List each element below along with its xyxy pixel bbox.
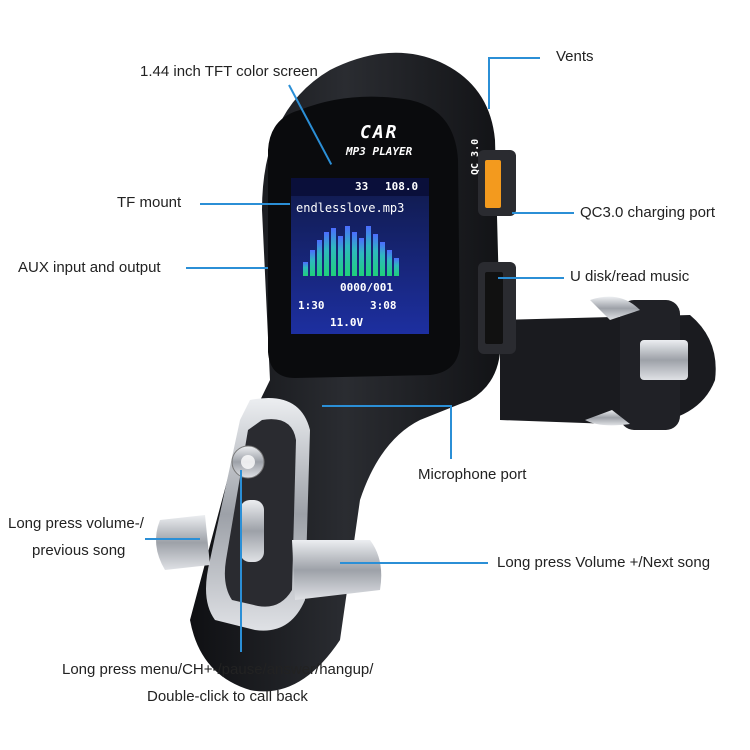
callout-u-disk: U disk/read music <box>570 268 690 285</box>
tf-mount-callout-line <box>200 203 290 205</box>
screen-elapsed: 1:30 <box>298 299 325 312</box>
vents-callout-line-v <box>488 57 490 109</box>
screen-track-counter: 0000/001 <box>340 281 393 294</box>
callout-menu-line2: Double-click to call back <box>147 688 308 705</box>
qc-port-label: QC 3.0 <box>470 138 481 175</box>
brand-mp3-player-text: MP3 PLAYER <box>346 145 413 158</box>
callout-vol-plus: Long press Volume +/Next song <box>497 554 711 571</box>
lighter-plug <box>500 296 716 430</box>
usb-ports <box>478 150 516 354</box>
callout-microphone: Microphone port <box>418 466 527 483</box>
callout-menu-line1: Long press menu/CH+-/pause/answer/hangup… <box>62 661 374 678</box>
microphone-callout-line-h <box>322 405 450 407</box>
vol-minus-callout-line <box>145 538 200 540</box>
menu-callout-line <box>240 470 242 652</box>
aux-callout-line <box>186 267 268 269</box>
screen-voltage: 11.0V <box>330 316 364 329</box>
vents-callout-line-h <box>488 57 540 59</box>
screen-frequency: 108.0 <box>385 180 419 193</box>
screen-total: 3:08 <box>370 299 397 312</box>
screen-volume: 33 <box>355 180 369 193</box>
control-knob-assembly <box>156 398 382 631</box>
callout-qc-port: QC3.0 charging port <box>580 204 716 221</box>
callout-vents: Vents <box>556 48 594 65</box>
screen-filename: endlesslove.mp3 <box>296 201 405 215</box>
callout-aux: AUX input and output <box>18 259 161 276</box>
microphone-callout-line-v <box>450 405 452 459</box>
callout-vol-minus-line2: previous song <box>32 542 126 559</box>
vol-plus-callout-line <box>340 562 488 564</box>
equalizer-bars <box>303 226 399 276</box>
callout-tf-mount: TF mount <box>117 194 182 211</box>
callout-tft-screen: 1.44 inch TFT color screen <box>140 63 318 80</box>
callout-vol-minus-line1: Long press volume-/ <box>8 515 144 532</box>
qc-port-callout-line <box>512 212 574 214</box>
brand-car-text: CAR <box>360 122 399 143</box>
u-disk-callout-line <box>498 277 564 279</box>
